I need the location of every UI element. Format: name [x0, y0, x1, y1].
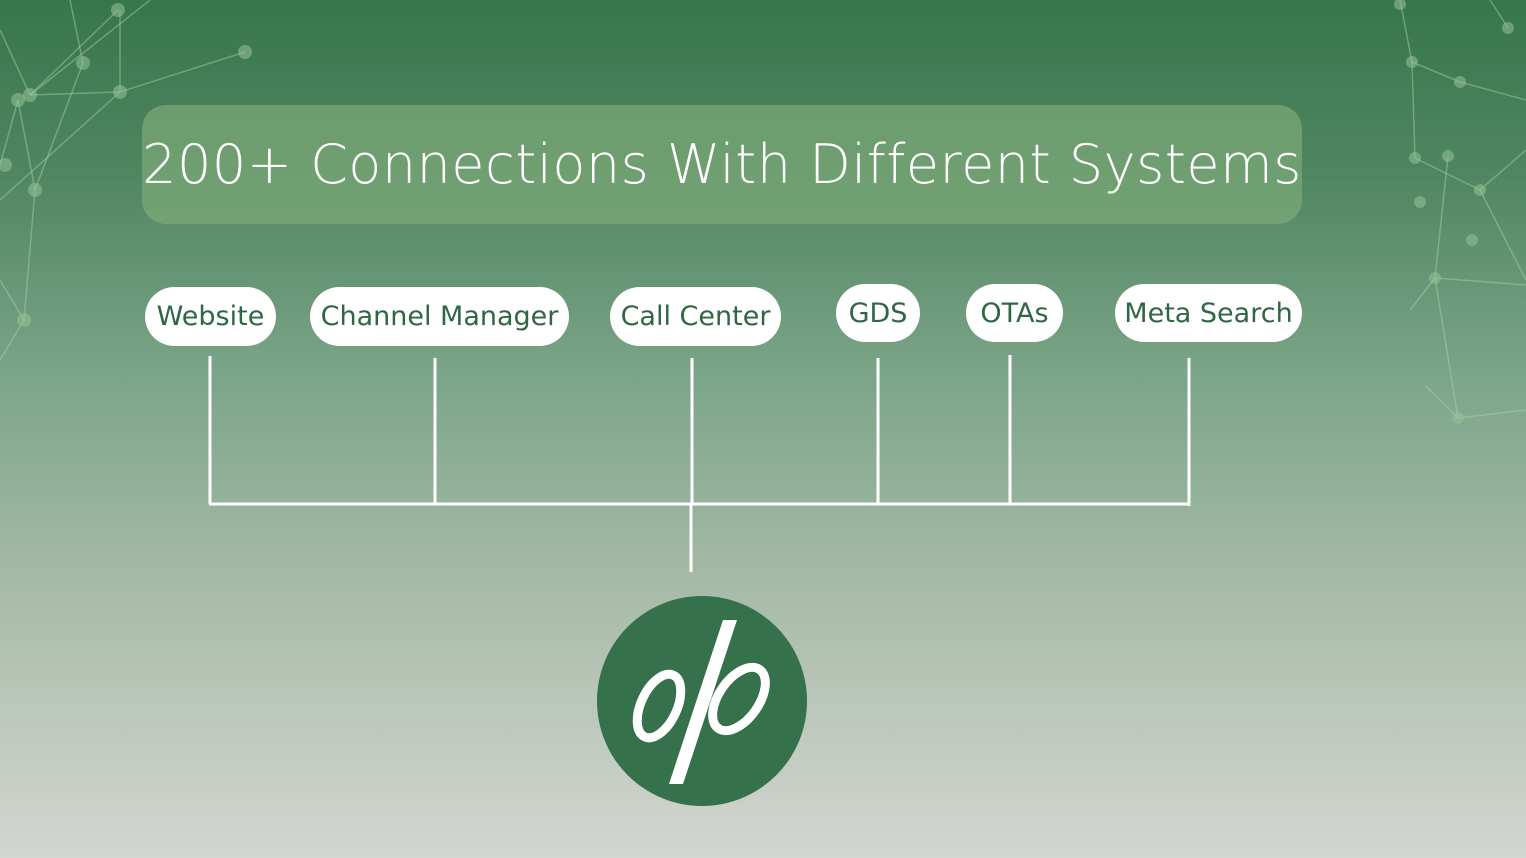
- system-pill-channel-manager: Channel Manager: [310, 287, 569, 346]
- system-label: GDS: [848, 297, 908, 329]
- system-label: OTAs: [980, 297, 1049, 329]
- system-label: Call Center: [620, 301, 771, 332]
- system-pill-call-center: Call Center: [610, 287, 781, 346]
- title-banner: 200+ Connections With Different Systems: [142, 105, 1302, 224]
- page-title: 200+ Connections With Different Systems: [142, 133, 1302, 196]
- system-pill-website: Website: [145, 287, 276, 346]
- system-pill-meta-search: Meta Search: [1115, 284, 1302, 342]
- system-pill-otas: OTAs: [966, 284, 1063, 342]
- system-pill-gds: GDS: [836, 284, 920, 342]
- system-label: Website: [156, 301, 265, 332]
- system-label: Meta Search: [1124, 297, 1293, 329]
- system-label: Channel Manager: [320, 301, 559, 332]
- dp-logo: [597, 596, 807, 806]
- dp-monogram-icon: [632, 620, 770, 784]
